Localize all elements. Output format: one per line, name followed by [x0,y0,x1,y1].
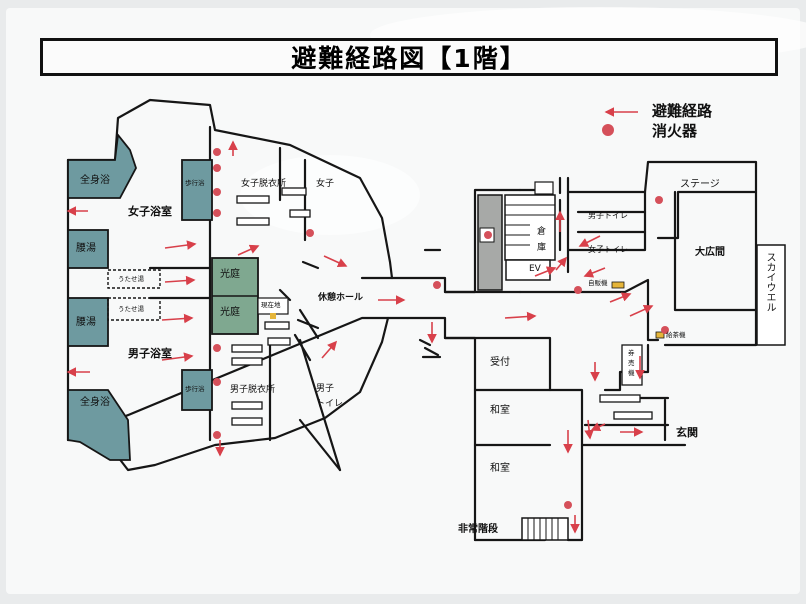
bath-utaseyu-2 [107,297,161,321]
route-arrow [504,311,537,322]
room-mens-toilet-left-2: トイレ [316,399,344,409]
room-zenshin-top: 全身浴 [80,175,110,186]
bath-zenshin-top [67,132,137,199]
extinguisher-marker [213,148,221,156]
current-location-label: 現在地 [261,301,281,309]
extinguisher-marker [433,281,441,289]
extinguisher-marker [213,378,221,386]
extinguisher-marker [661,326,669,334]
bath-walking-women [181,159,213,221]
map-title: 避難経路図【1階】 [40,38,778,76]
room-ticket-2: 売 [628,359,635,367]
route-arrow [323,255,348,268]
room-walking-bath-men: 歩行浴 [185,385,205,393]
room-womens-toilet-small: 女子 [316,179,335,189]
legend-route-label: 避難経路 [652,102,713,120]
bath-zenshin-bottom [67,389,131,461]
extinguisher-marker [213,344,221,352]
room-skywell: スカイウエル [764,252,775,312]
bath-utaseyu-1 [107,269,161,289]
room-vending: 自販機 [588,279,608,287]
room-zenshin-bottom: 全身浴 [80,397,110,408]
extinguisher-marker [213,209,221,217]
evacuation-arrows [66,107,654,534]
room-mens-bath: 男子浴室 [128,347,172,360]
extinguisher-markers [213,124,669,509]
room-washitsu-2: 和室 [490,463,510,474]
room-ticket-1: 券 [628,349,635,357]
extinguisher-marker [564,501,572,509]
room-womens-toilet: 女子トイレ [588,245,628,254]
route-arrow [584,419,594,440]
extinguisher-marker [602,124,614,136]
extinguisher-marker [306,229,314,237]
room-washitsu-1: 和室 [490,405,510,416]
room-light-court-2: 光庭 [220,307,240,318]
room-koshiyu-2: 腰湯 [76,317,96,328]
bath-walking-men [181,369,213,411]
extinguisher-marker [655,196,663,204]
room-stage: ステージ [680,179,720,190]
extinguisher-marker [213,164,221,172]
room-reception: 受付 [490,357,510,368]
extinguisher-marker [213,431,221,439]
route-arrow [609,292,632,303]
room-storage-1: 倉 [537,227,547,237]
route-arrow [534,266,557,277]
room-mens-toilet-left-1: 男子 [316,384,335,394]
route-arrow [555,256,568,271]
room-ticket-3: 機 [628,369,635,377]
room-entrance: 玄関 [676,426,698,439]
room-great-hall: 大広間 [695,247,725,258]
extinguisher-marker [484,231,492,239]
room-lounge: 休憩ホール [318,293,364,303]
room-storage-2: 庫 [537,243,547,253]
room-utaseyu-2: うたせ湯 [118,305,144,313]
route-arrow [164,240,197,250]
room-light-court-1: 光庭 [220,269,240,280]
route-arrow [237,244,260,256]
route-arrow [578,235,601,247]
route-arrow [583,267,606,278]
room-womens-changing: 女子脱衣所 [241,179,287,189]
extinguisher-marker [213,188,221,196]
room-tea-machine: 給茶機 [666,331,686,339]
room-mens-changing: 男子脱衣所 [230,385,276,395]
bath-koshiyu-1 [67,229,109,269]
lockers [231,187,653,426]
map-paper [6,8,800,594]
room-koshiyu-1: 腰湯 [76,243,96,254]
stairs-and-storage [270,181,786,541]
route-arrow [164,275,196,286]
bath-koshiyu-2 [67,297,109,347]
room-ev: EV [529,264,541,274]
bath-areas [67,132,289,461]
room-utaseyu-1: うたせ湯 [118,275,144,283]
room-walking-bath-women: 歩行浴 [185,179,205,187]
extinguisher-marker [574,286,582,294]
legend-extinguisher-label: 消火器 [652,122,698,140]
route-arrow [161,352,194,362]
route-arrow [629,304,654,317]
room-womens-bath: 女子浴室 [128,205,172,218]
room-mens-toilet: 男子トイレ [588,211,628,220]
route-arrow [161,313,194,324]
room-emergency-stairs: 非常階段 [458,524,498,535]
route-arrow [321,340,338,359]
route-arrow [590,422,606,432]
